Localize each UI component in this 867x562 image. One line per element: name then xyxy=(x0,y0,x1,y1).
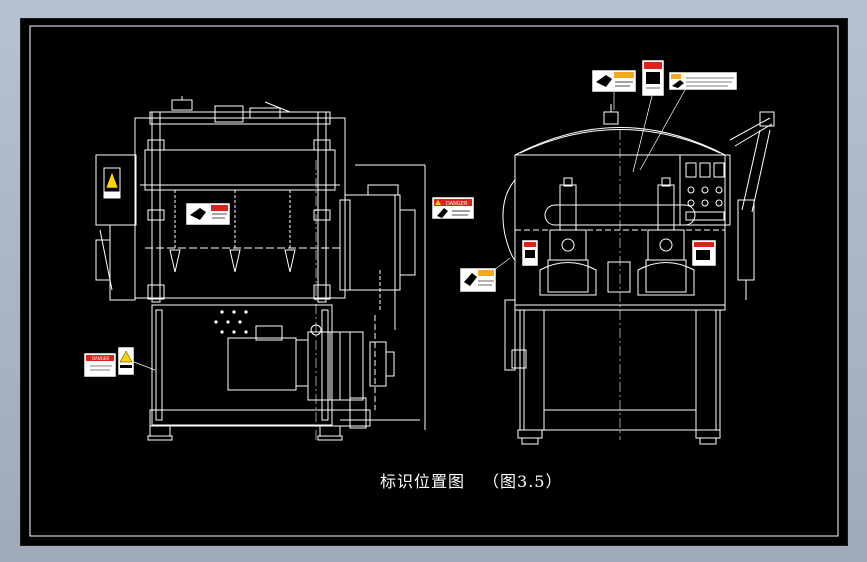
warning-label-top-right xyxy=(639,71,738,171)
warning-label-lower-left xyxy=(459,257,511,293)
right-machine-view xyxy=(502,104,775,445)
tank-dome xyxy=(514,127,726,156)
warning-label-top-left xyxy=(591,69,637,110)
warning-label-left-center xyxy=(185,202,231,226)
danger-label-motor: DANGER xyxy=(431,196,475,220)
danger-label-motor-text: DANGER xyxy=(446,201,468,207)
danger-label-lower-left-text: DANGER xyxy=(92,356,109,361)
drawing-caption: 标识位置图 （图3.5） xyxy=(380,468,580,492)
drawing-frame xyxy=(20,18,848,546)
caption-title: 标识位置图 xyxy=(380,472,466,491)
danger-label-top-center xyxy=(632,59,665,173)
main-motor xyxy=(227,337,297,391)
danger-label-lower-left: DANGER xyxy=(83,346,156,378)
warning-label-side-right xyxy=(691,239,717,267)
left-machine-view xyxy=(95,96,426,441)
warning-label-side-left xyxy=(521,239,539,267)
control-panel xyxy=(679,154,731,226)
caption-figure-ref: （图3.5） xyxy=(483,472,563,491)
inner-border xyxy=(29,25,839,537)
